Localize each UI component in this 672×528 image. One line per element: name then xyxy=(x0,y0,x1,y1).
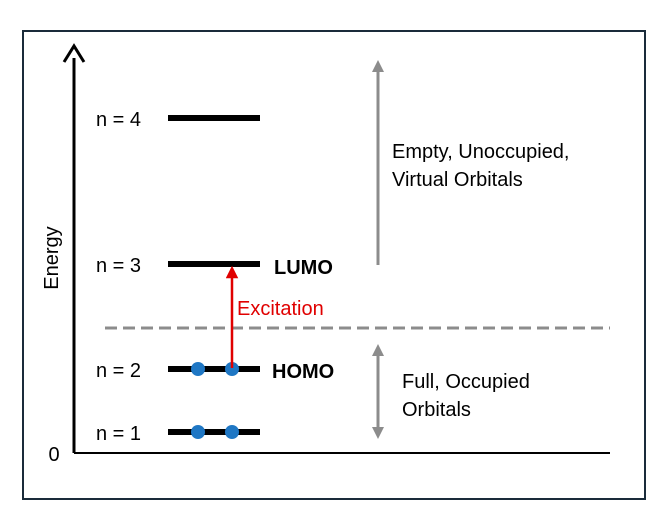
diagram-frame xyxy=(22,30,646,500)
level-n3-label: n = 3 xyxy=(96,255,141,277)
energy-axis-label: Energy xyxy=(41,226,63,289)
homo-label: HOMO xyxy=(272,361,334,383)
lumo-label: LUMO xyxy=(274,257,333,279)
full-orbitals-line1: Full, Occupied xyxy=(402,371,530,393)
electron-n1-a xyxy=(191,425,205,439)
level-n4-label: n = 4 xyxy=(96,109,141,131)
energy-axis-arrowhead xyxy=(62,43,86,63)
electron-n2-a xyxy=(191,362,205,376)
empty-orbitals-line1: Empty, Unoccupied, xyxy=(392,141,570,163)
level-n2-label: n = 2 xyxy=(96,360,141,382)
excitation-label: Excitation xyxy=(237,298,324,320)
electron-n1-b xyxy=(225,425,239,439)
axis-zero-label: 0 xyxy=(48,444,59,466)
full-orbitals-line2: Orbitals xyxy=(402,399,471,421)
electron-n2-b xyxy=(225,362,239,376)
level-n1-label: n = 1 xyxy=(96,423,141,445)
empty-orbitals-line2: Virtual Orbitals xyxy=(392,169,523,191)
